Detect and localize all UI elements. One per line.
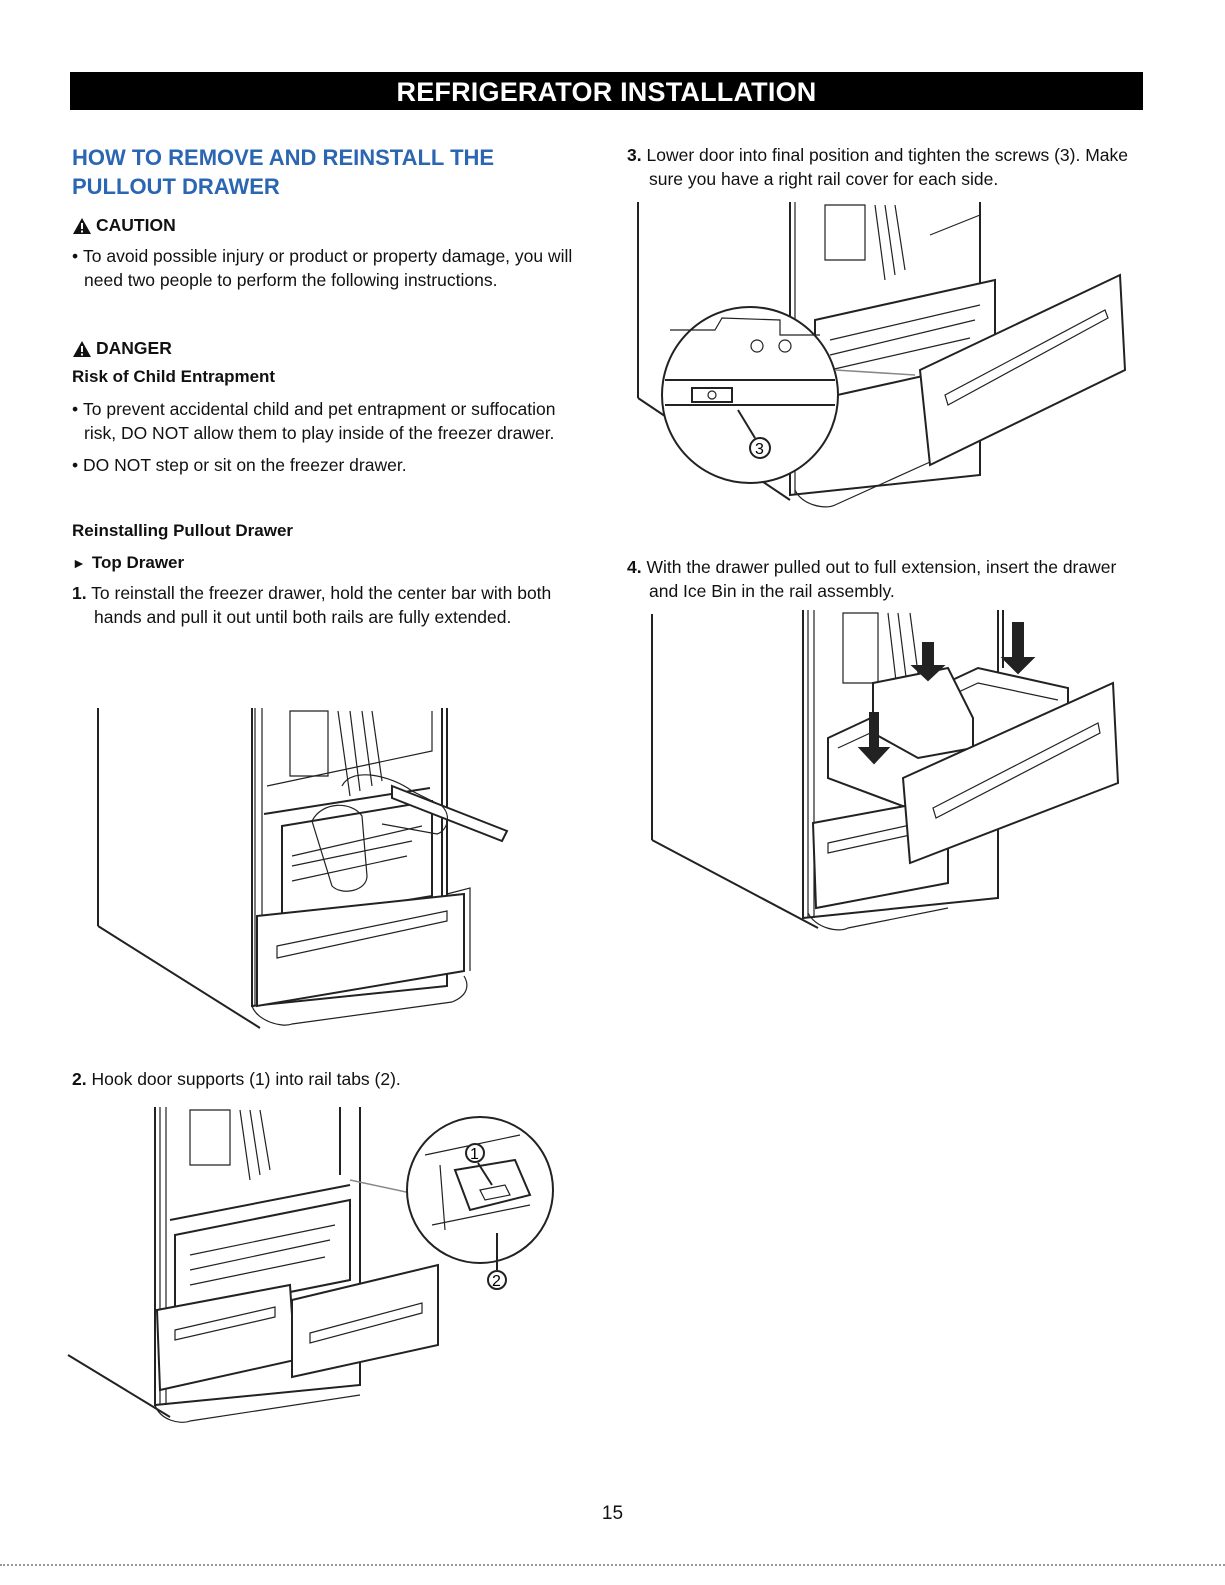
step-3-number: 3. [627, 145, 642, 165]
step-2-text: Hook door supports (1) into rail tabs (2… [91, 1069, 401, 1089]
step-2-number: 2. [72, 1069, 87, 1089]
callout-1: 1 [470, 1146, 479, 1163]
section-title-line1: HOW TO REMOVE AND REINSTALL THE [72, 145, 495, 170]
caution-heading: CAUTION [72, 215, 592, 236]
step-1: 1. To reinstall the freezer drawer, hold… [72, 581, 592, 629]
figure-step-4-insert-drawer [651, 610, 1120, 931]
figure-step-3-tighten-screws: 3 [637, 202, 1127, 508]
caution-bullet-text: To avoid possible injury or product or p… [83, 246, 573, 290]
danger-subtitle: Risk of Child Entrapment [72, 367, 276, 386]
caution-label: CAUTION [96, 215, 176, 235]
warning-icon [73, 340, 91, 357]
callout-3: 3 [755, 441, 764, 458]
caution-bullet: • To avoid possible injury or product or… [72, 246, 573, 290]
danger-bullet-2-text: DO NOT step or sit on the freezer drawer… [83, 455, 407, 475]
step-4-block: 4. With the drawer pulled out to full ex… [627, 555, 1147, 603]
page-number: 15 [601, 1503, 624, 1524]
step-3-text: Lower door into final position and tight… [646, 145, 1128, 189]
step-4-number: 4. [627, 557, 642, 577]
danger-heading: DANGER [72, 338, 592, 359]
callout-2: 2 [492, 1273, 501, 1290]
step-4: 4. With the drawer pulled out to full ex… [627, 555, 1147, 603]
step-2-block: 2. Hook door supports (1) into rail tabs… [72, 1067, 592, 1091]
left-column: HOW TO REMOVE AND REINSTALL THE PULLOUT … [72, 143, 592, 629]
danger-bullet-1-text: To prevent accidental child and pet entr… [83, 399, 556, 443]
bottom-dotted-rule [0, 1564, 1225, 1566]
step-3: 3. Lower door into final position and ti… [627, 143, 1147, 191]
top-drawer-subheading: ► Top Drawer [72, 553, 592, 573]
step-4-text: With the drawer pulled out to full exten… [646, 557, 1117, 601]
section-title-line2: PULLOUT DRAWER [72, 174, 280, 199]
right-column: 3. Lower door into final position and ti… [627, 143, 1147, 191]
danger-bullet-1: • To prevent accidental child and pet en… [72, 399, 556, 443]
danger-bullet-2: • DO NOT step or sit on the freezer draw… [72, 455, 407, 475]
step-2: 2. Hook door supports (1) into rail tabs… [72, 1067, 592, 1091]
figure-step-1-rails-extended [97, 708, 509, 1029]
top-drawer-label: Top Drawer [91, 553, 185, 572]
danger-label: DANGER [96, 338, 172, 358]
figure-step-2-hook-supports: 1 2 [67, 1107, 554, 1423]
page-banner: REFRIGERATOR INSTALLATION [70, 72, 1143, 110]
step-1-number: 1. [72, 583, 87, 603]
triangle-right-icon: ► [72, 555, 86, 571]
step-1-text: To reinstall the freezer drawer, hold th… [91, 583, 552, 627]
reinstalling-heading: Reinstalling Pullout Drawer [72, 521, 294, 540]
warning-icon [73, 217, 91, 234]
